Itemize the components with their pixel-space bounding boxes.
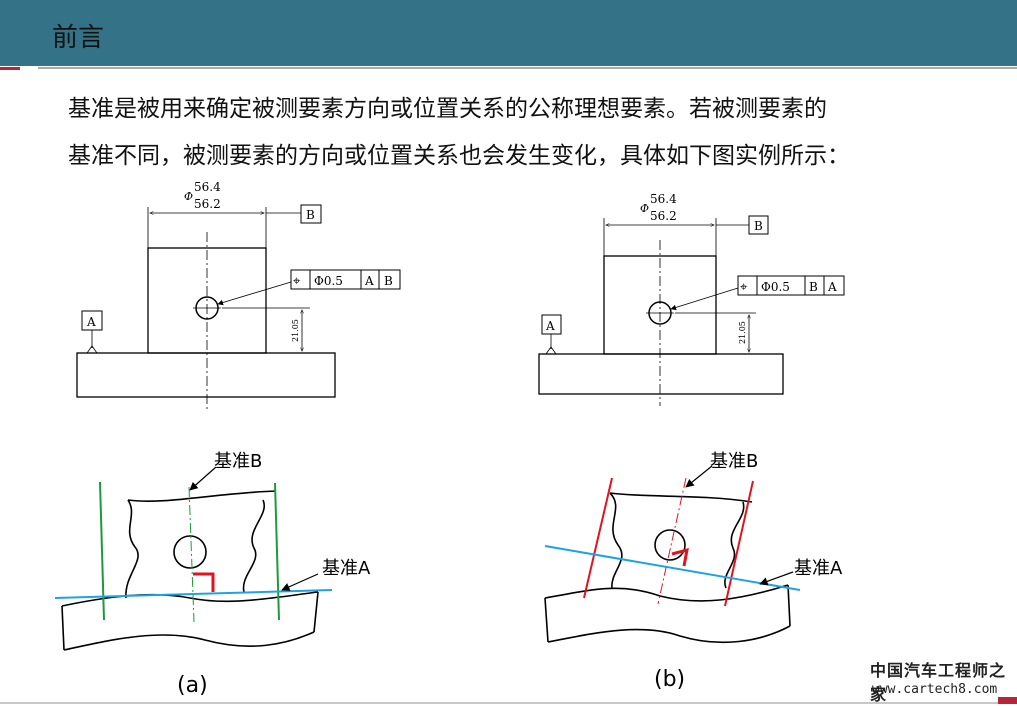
watermark-name: 中国汽车工程师之家 [870,661,1007,704]
sketch-a-base-top [61,591,319,607]
sketch-b-label-b: 基准B [710,451,758,472]
footer-accent [998,697,1017,704]
sketch-a-caption: (a) [177,673,208,698]
drawing-a-fcf-tolerance: Φ0.5 [314,274,343,288]
drawing-b-datum-b: B [754,219,763,233]
drawing-b-dia-symbol: Φ [640,202,649,215]
drawing-a-fcf-ref2: B [384,274,393,288]
title-accent [0,67,20,70]
drawing-b: Φ 56.4 56.2 B ⌖ Φ0.5 B A 21.05 A [538,192,845,406]
drawing-a-dim-upper: 56.4 [194,180,221,194]
sketch-a-axis [188,486,195,623]
title-underline [38,67,1017,69]
drawing-b-base [538,353,784,395]
drawing-a-fcf-ref1: A [364,274,374,288]
drawing-b-dim-lower: 56.2 [650,209,677,223]
sketch-a-boss-left [125,499,139,599]
sketch-b-boss-top [609,492,753,503]
drawing-a: Φ 56.4 56.2 B ⌖ Φ0.5 A B 21.05 A [76,180,401,412]
sketch-a-perpendicular-mark [193,572,215,592]
drawing-b-dim-upper: 56.4 [650,192,677,206]
sketch-a-label-a: 基准A [322,558,371,579]
sketch-b-caption: (b) [654,667,685,692]
sketch-a-green-right [274,482,280,621]
sketch-b-base-top [544,584,789,602]
sketch-b-red-left [583,477,613,599]
sketch-b-perpendicular-mark [671,547,689,567]
intro-line-2: 基准不同，被测要素的方向或位置关系也会发生变化，具体如下图实例所示： [68,143,850,169]
sketch-a-datum-a-line [54,589,333,599]
sketch-a-label-b: 基准B [214,451,262,472]
drawing-a-datum-a: A [86,315,96,329]
sketch-b-base-bottom [547,625,791,644]
intro-line-1: 基准是被用来确定被测要素方向或位置关系的公称理想要素。若被测要素的 [68,96,827,122]
sketch-b [544,465,801,644]
drawing-a-fcf-symbol: ⌖ [293,274,301,289]
intro-paragraph: 基准是被用来确定被测要素方向或位置关系的公称理想要素。若被测要素的 基准不同，被… [68,86,968,180]
sketch-a-boss-top [127,490,277,502]
drawing-b-fcf-ref2: A [827,280,837,294]
sketch-b-label-a: 基准A [794,558,843,579]
drawing-a-dim-lower: 56.2 [194,197,221,211]
title-bar: 前言 [0,0,1017,66]
drawing-a-datum-b-box [300,204,322,224]
sketch-a-boss-right [242,499,266,593]
drawing-b-fcf-symbol: ⌖ [740,280,748,295]
drawing-b-datum-a-box [541,314,562,335]
drawing-a-datum-b: B [306,208,315,222]
drawing-b-fcf-tolerance: Φ0.5 [761,280,790,294]
page-title: 前言 [52,23,105,53]
drawing-b-fcf: ⌖ Φ0.5 B A [737,275,845,296]
sketch-a-base-bottom [63,631,315,651]
sketch-b-boss-left [609,492,623,589]
sketch-a [54,466,333,651]
drawing-b-fcf-ref1: B [809,280,818,294]
drawing-a-dia-symbol: Φ [184,190,193,203]
sketch-b-boss-right [724,501,745,589]
drawing-b-datum-a: A [545,319,555,333]
sketch-b-axis [657,477,687,605]
sketch-b-datum-a-line [544,545,801,591]
drawing-a-fcf: ⌖ Φ0.5 A B [290,269,401,290]
drawing-b-height-dim: 21.05 [738,321,747,344]
drawing-a-base [76,352,336,398]
sketch-a-hole [173,535,207,569]
drawing-a-height-dim: 21.05 [291,319,300,342]
drawing-b-datum-b-box [748,215,769,235]
footer-line [0,702,1017,704]
sketch-b-red-right [724,480,754,607]
watermark-url: www.cartech8.com [872,682,998,697]
sketch-b-hole [654,529,686,561]
